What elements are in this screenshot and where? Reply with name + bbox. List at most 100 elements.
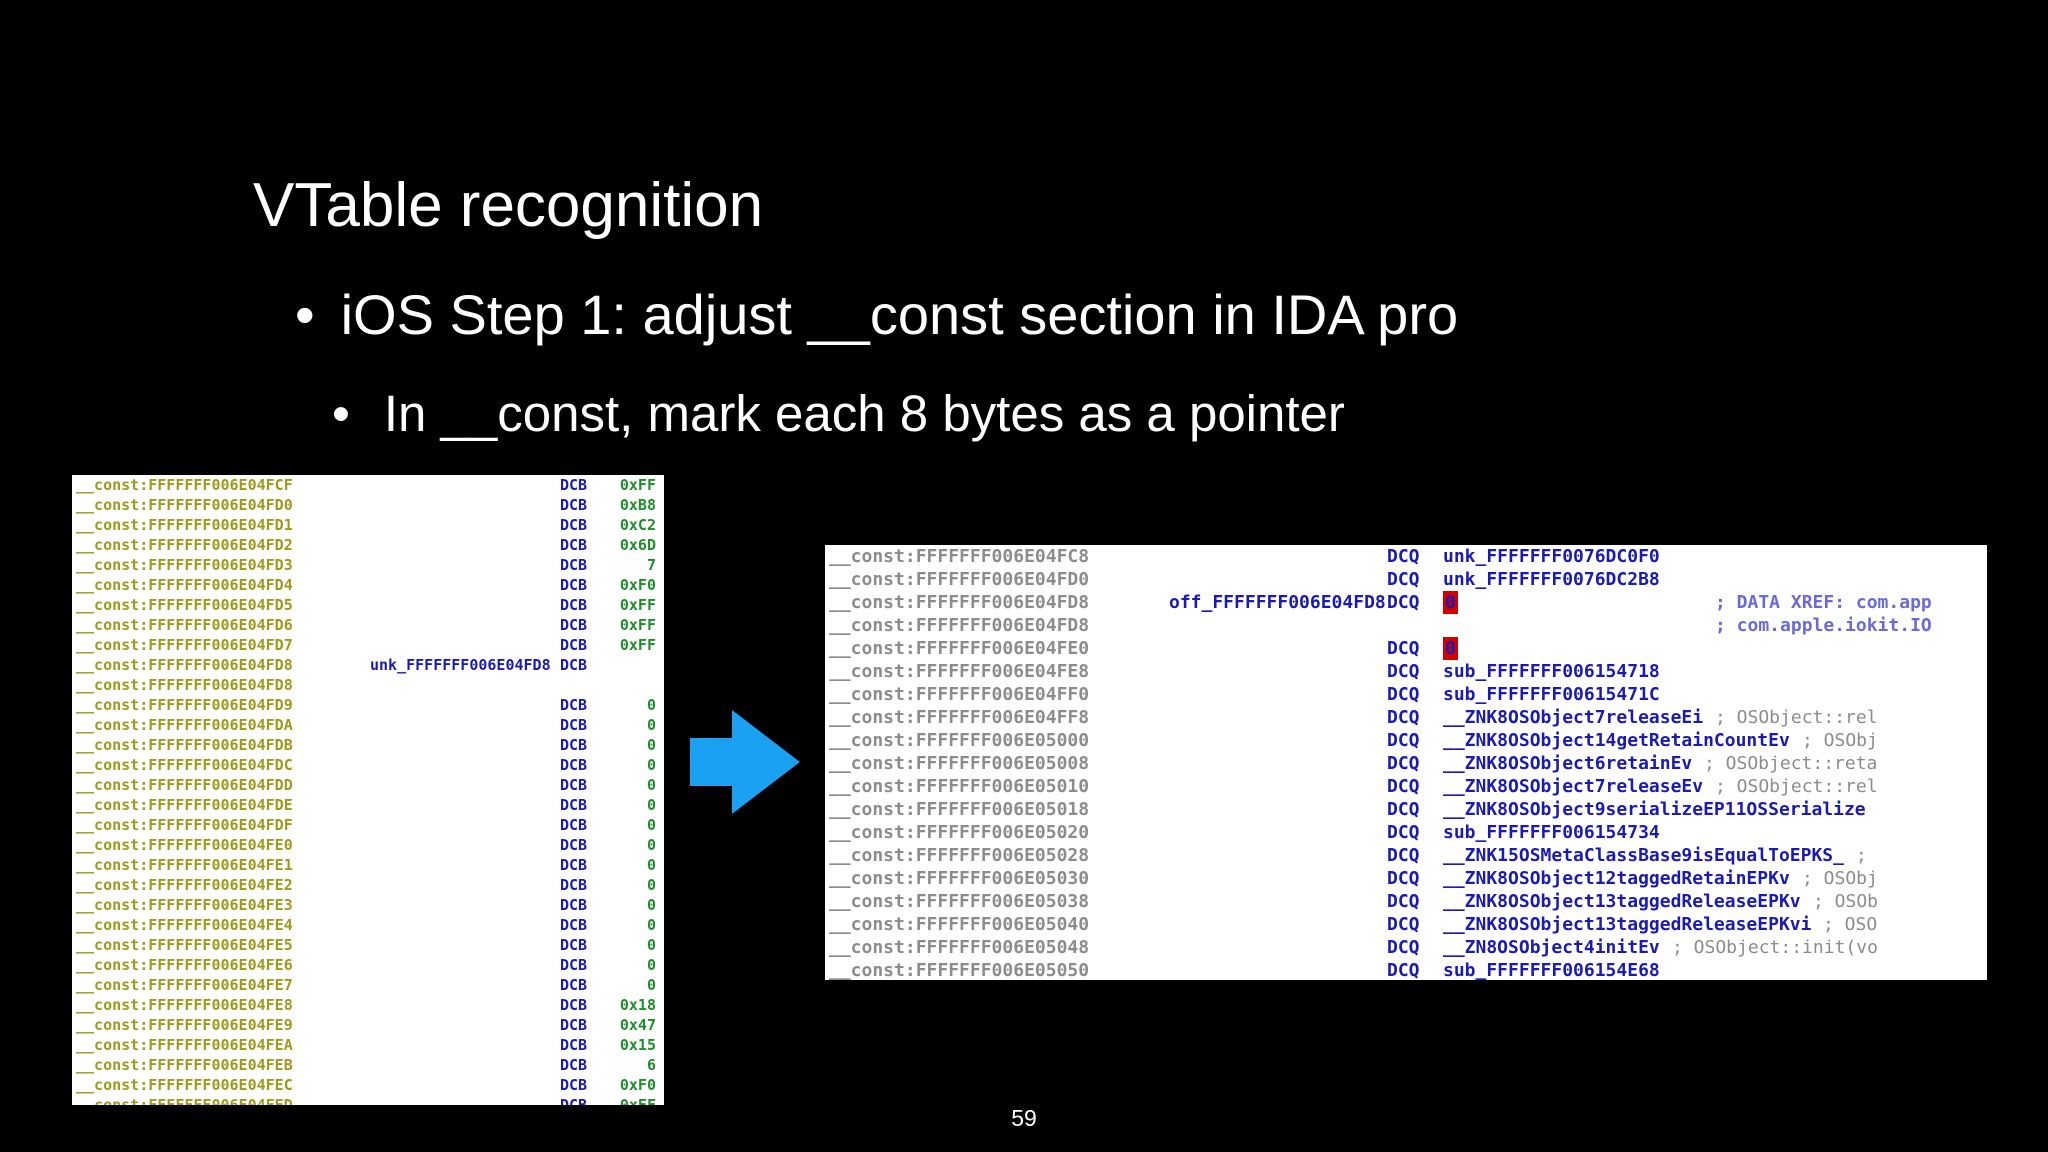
disasm-instruction: DCB xyxy=(560,1036,588,1054)
disasm-instruction: DCB xyxy=(560,1056,588,1074)
disasm-address: __const:FFFFFFF006E04FE5 xyxy=(76,936,293,954)
disasm-comment: ; OSObj xyxy=(1802,730,1878,751)
disasm-instruction: DCB xyxy=(560,756,588,774)
disasm-instruction: DCB xyxy=(560,776,588,794)
disasm-operand: __ZNK15OSMetaClassBase9isEqualToEPKS_ xyxy=(1443,845,1844,866)
disasm-operand: 0 xyxy=(646,956,656,974)
disasm-comment: ; com.apple.iokit.IO xyxy=(1715,615,1932,636)
disasm-address: __const:FFFFFFF006E04FE6 xyxy=(76,956,293,974)
disasm-address: __const:FFFFFFF006E04FD0 xyxy=(829,569,1090,590)
disasm-address: __const:FFFFFFF006E04FE9 xyxy=(76,1016,293,1034)
disasm-instruction: DCB xyxy=(560,716,588,734)
disasm-address: __const:FFFFFFF006E04FD7 xyxy=(76,636,293,654)
disasm-operand: 0xF0 xyxy=(619,1076,656,1094)
disasm-instruction: DCQ xyxy=(1387,592,1420,613)
disasm-instruction: DCQ xyxy=(1387,937,1420,958)
disasm-operand: 0x6D xyxy=(619,536,656,554)
disasm-operand: __ZNK8OSObject6retainEv xyxy=(1443,753,1693,774)
disasm-instruction: DCQ xyxy=(1387,776,1420,797)
disasm-address: __const:FFFFFFF006E04FDF xyxy=(76,816,293,834)
disasm-operand: 0xFF xyxy=(619,1096,656,1105)
bullet-glyph: • xyxy=(295,283,315,346)
disasm-address: __const:FFFFFFF006E04FF0 xyxy=(829,684,1090,705)
disasm-row: __const:FFFFFFF006E04FDA DCB 0 xyxy=(72,715,664,735)
disasm-address: __const:FFFFFFF006E05028 xyxy=(829,845,1090,866)
disasm-operand: unk_FFFFFFF0076DC2B8 xyxy=(1443,569,1660,590)
bullet-glyph: • xyxy=(332,385,350,442)
disasm-comment: ; OSObj xyxy=(1802,868,1878,889)
disasm-operand-highlighted: 0 xyxy=(1443,637,1458,660)
disasm-instruction: DCB xyxy=(560,536,588,554)
disasm-instruction: DCB xyxy=(560,476,588,494)
disasm-instruction: DCQ xyxy=(1387,638,1420,659)
disasm-operand: unk_FFFFFFF0076DC0F0 xyxy=(1443,546,1660,567)
disasm-instruction: DCB xyxy=(560,616,588,634)
disasm-instruction: DCB xyxy=(560,916,588,934)
disasm-instruction: DCQ xyxy=(1387,569,1420,590)
page-number: 59 xyxy=(1011,1105,1037,1131)
disasm-instruction: DCB xyxy=(560,996,588,1014)
disasm-operand: 7 xyxy=(646,556,656,574)
disasm-comment: ; OSObject::init(vo xyxy=(1672,937,1878,958)
disasm-comment: ; OSO xyxy=(1823,914,1878,935)
disasm-instruction: DCQ xyxy=(1387,822,1420,843)
disasm-address: __const:FFFFFFF006E05008 xyxy=(829,753,1090,774)
disasm-instruction: DCB xyxy=(560,936,588,954)
disasm-operand: 0 xyxy=(646,756,656,774)
disasm-operand: __ZNK8OSObject7releaseEv xyxy=(1443,776,1704,797)
disasm-instruction: DCB xyxy=(560,496,588,514)
disasm-operand: 0 xyxy=(646,716,656,734)
disasm-comment: ; OSOb xyxy=(1813,891,1879,912)
disasm-operand: 0 xyxy=(646,736,656,754)
disasm-address: __const:FFFFFFF006E04FD8 xyxy=(829,592,1090,613)
disasm-address: __const:FFFFFFF006E04FD8 xyxy=(76,676,293,694)
disasm-operand: 0 xyxy=(646,836,656,854)
disasm-address: __const:FFFFFFF006E04FD2 xyxy=(76,536,293,554)
disasm-label: unk_FFFFFFF006E04FD8 xyxy=(370,656,551,674)
disasm-instruction: DCB xyxy=(560,696,588,714)
disasm-operand: 0xFF xyxy=(619,596,656,614)
disasm-operand-highlighted: 0 xyxy=(1443,591,1458,614)
disasm-address: __const:FFFFFFF006E04FE8 xyxy=(76,996,293,1014)
disasm-operand: 0xB8 xyxy=(619,496,656,514)
disasm-instruction: DCQ xyxy=(1387,845,1420,866)
disasm-instruction: DCB xyxy=(560,896,588,914)
disasm-instruction: DCB xyxy=(560,556,588,574)
disasm-address: __const:FFFFFFF006E04FDA xyxy=(76,716,293,734)
disasm-operand: 0 xyxy=(646,696,656,714)
disasm-address: __const:FFFFFFF006E04FE7 xyxy=(76,976,293,994)
disasm-operand: __ZNK8OSObject14getRetainCountEv xyxy=(1443,730,1790,751)
disasm-address: __const:FFFFFFF006E04FD5 xyxy=(76,596,293,614)
disasm-operand: sub_FFFFFFF006154734 xyxy=(1443,822,1660,843)
disasm-instruction: DCB xyxy=(560,516,588,534)
disasm-instruction: DCB xyxy=(560,1096,588,1105)
disasm-instruction: DCQ xyxy=(1387,753,1420,774)
disasm-address: __const:FFFFFFF006E04FDE xyxy=(76,796,293,814)
disasm-address: __const:FFFFFFF006E05048 xyxy=(829,937,1090,958)
disasm-address: __const:FFFFFFF006E04FE0 xyxy=(76,836,293,854)
disasm-operand: 6 xyxy=(646,1056,656,1074)
disasm-operand: __ZNK8OSObject13taggedReleaseEPKvi xyxy=(1443,914,1812,935)
